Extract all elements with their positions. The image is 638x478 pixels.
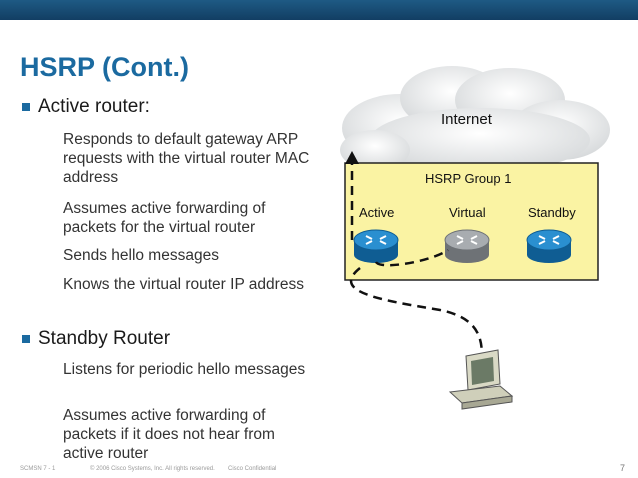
path-to-host	[349, 267, 484, 359]
sub-item: Sends hello messages	[63, 247, 219, 264]
hsrp-group-label: HSRP Group 1	[425, 171, 511, 186]
bullet-square-icon	[22, 335, 30, 343]
router-standby-icon	[526, 229, 572, 263]
bullet-standby-router: Standby Router	[22, 328, 170, 350]
router-virtual-icon	[444, 229, 490, 263]
internet-cloud: Internet	[340, 66, 610, 172]
footer-course: SCMSN 7 - 1	[20, 466, 56, 472]
sub-item: Responds to default gateway ARP requests…	[63, 131, 310, 186]
page-number: 7	[620, 463, 626, 473]
bullet-heading: Active router:	[38, 96, 150, 117]
traffic-path	[349, 160, 484, 359]
sub-item: Assumes active forwarding of packets for…	[63, 200, 266, 236]
sub-item: Assumes active forwarding of packets if …	[63, 407, 275, 462]
router-label-active: Active	[359, 205, 394, 220]
footer-confidential: Cisco Confidential	[228, 466, 277, 472]
router-label-standby: Standby	[528, 205, 576, 220]
bullet-active-router: Active router:	[22, 96, 150, 118]
sub-item: Listens for periodic hello messages	[63, 361, 306, 378]
router-active-icon	[353, 229, 399, 263]
path-active-virtual	[374, 248, 449, 267]
footer-copyright: © 2006 Cisco Systems, Inc. All rights re…	[90, 466, 215, 472]
host-pc-icon	[448, 349, 514, 410]
top-bar	[0, 0, 638, 20]
slide-title: HSRP (Cont.)	[20, 52, 189, 82]
bullet-square-icon	[22, 103, 30, 111]
sub-item: Knows the virtual router IP address	[63, 276, 304, 293]
internet-label: Internet	[441, 111, 493, 128]
router-label-virtual: Virtual	[449, 205, 486, 220]
arrow-up-icon	[345, 151, 359, 164]
bullet-heading: Standby Router	[38, 328, 171, 349]
